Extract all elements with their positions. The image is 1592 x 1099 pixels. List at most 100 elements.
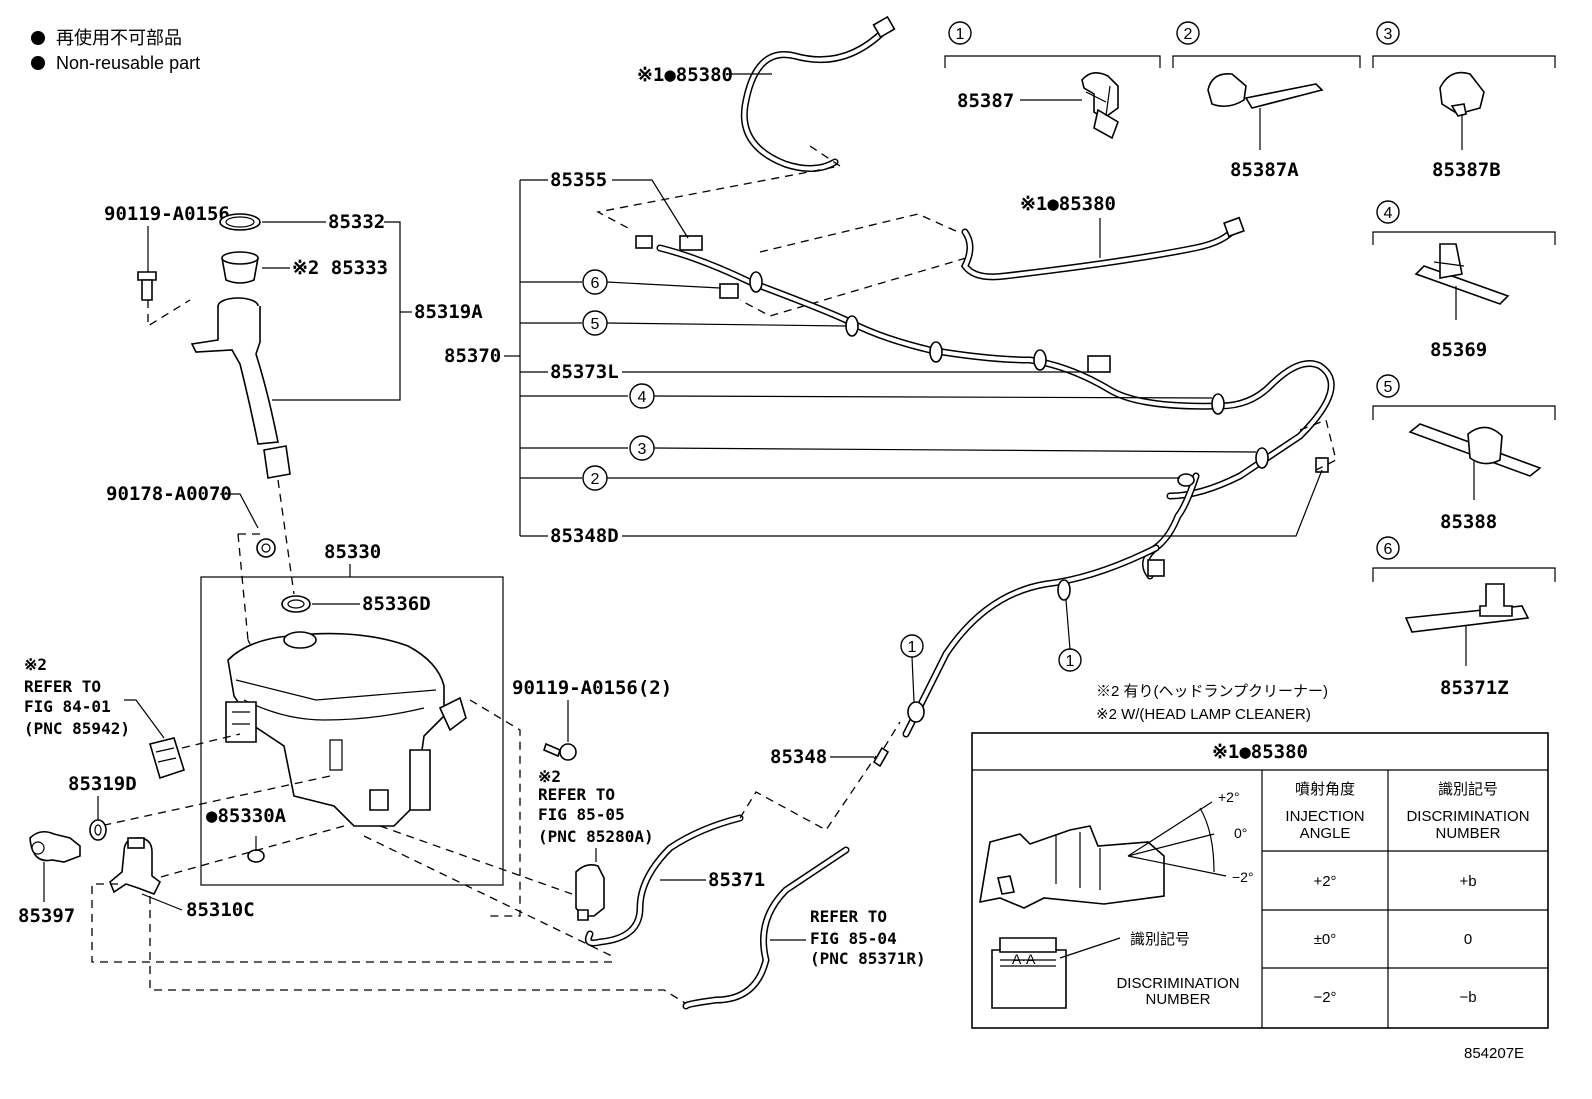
washer-tank-icon: [225, 631, 467, 827]
callout-1-a: 1: [908, 639, 917, 656]
ref-84-line3[interactable]: FIG 84-01: [24, 697, 111, 716]
callout-2: 2: [591, 471, 600, 488]
nozzle-hose-top: ※1●85380: [596, 15, 896, 229]
ref-85-04-line2[interactable]: FIG 85-04: [810, 929, 897, 948]
legend-jp: 再使用不可部品: [56, 28, 182, 48]
bracket-85370: 85355 85370 6 5 85373L 4 3 2 85348D: [444, 169, 1323, 547]
col-disc-en1: DISCRIMINATION: [1406, 808, 1529, 825]
callout-1-b: 1: [1066, 653, 1075, 670]
label-85330[interactable]: 85330: [324, 541, 381, 563]
discrimination-illustration: A·A 識別記号 DISCRIMINATION NUMBER: [991, 931, 1240, 1009]
label-85380-mid[interactable]: ※1●85380: [1020, 193, 1116, 215]
pump-85310C-icon: [109, 837, 162, 896]
note-en: ※2 W/(HEAD LAMP CLEANER): [1096, 706, 1311, 723]
motor-85397-icon: [29, 830, 81, 863]
legend-en: Non-reusable part: [56, 53, 200, 73]
label-85387[interactable]: 85387: [957, 90, 1014, 112]
label-85371Z[interactable]: 85371Z: [1440, 677, 1509, 699]
label-85369[interactable]: 85369: [1430, 339, 1487, 361]
disc-mark-label: A·A: [1012, 951, 1036, 967]
grommet-85319D-icon: [89, 819, 107, 841]
label-90178-A0070[interactable]: 90178-A0070: [106, 483, 232, 505]
pump-85280A-icon: [575, 864, 605, 921]
inset-5-number: 5: [1384, 379, 1393, 396]
illustration-number: 854207E: [1464, 1045, 1524, 1062]
angle-zero-label: 0°: [1234, 825, 1247, 841]
label-85319D[interactable]: 85319D: [68, 773, 137, 795]
reservoir-85330-box: 85330 85336D ●85330A: [99, 541, 617, 959]
label-85310C[interactable]: 85310C: [186, 899, 255, 921]
label-85332[interactable]: 85332: [328, 211, 385, 233]
ref-85-05-line2[interactable]: REFER TO: [538, 785, 615, 804]
ref-fig-85-04: REFER TO FIG 85-04 (PNC 85371R): [770, 907, 926, 968]
label-90119-A0156-2[interactable]: 90119-A0156(2): [512, 677, 672, 699]
label-85387B[interactable]: 85387B: [1432, 159, 1501, 181]
label-85333[interactable]: ※2 85333: [292, 257, 388, 279]
inset-2-number: 2: [1184, 26, 1193, 43]
label-85380-top[interactable]: ※1●85380: [637, 64, 733, 86]
inset-3-number: 3: [1384, 26, 1393, 43]
ref-84-line1: ※2: [24, 655, 47, 674]
inset-6-number: 6: [1384, 541, 1393, 558]
bolt-90119-2-icon: [543, 742, 577, 761]
filler-neck-assembly: 90119-A0156 85332 85319A ※2 85333 90178-…: [104, 203, 483, 641]
label-85355[interactable]: 85355: [550, 169, 607, 191]
ref-84-line2[interactable]: REFER TO: [24, 677, 101, 696]
clamp-85387B-icon: [1439, 71, 1485, 150]
label-85388[interactable]: 85388: [1440, 511, 1497, 533]
ref-85-05-line4[interactable]: (PNC 85280A): [538, 827, 654, 846]
legend: 再使用不可部品 Non-reusable part: [31, 28, 200, 73]
nozzle-angle-illustration: +2° 0° −2°: [979, 789, 1254, 909]
disc-label-en2: NUMBER: [1145, 991, 1210, 1008]
row1-angle: +2°: [1313, 873, 1336, 890]
notes: ※2 有り(ヘッドランプクリーナー) ※2 W/(HEAD LAMP CLEAN…: [1096, 683, 1328, 723]
col-injection-en1: INJECTION: [1285, 808, 1364, 825]
inset-4: 4 85369: [1372, 200, 1556, 361]
label-85373L[interactable]: 85373L: [550, 361, 619, 383]
nozzle-hose-mid: ※1●85380: [739, 193, 1245, 317]
filler-pipe-85319A-icon: [190, 297, 291, 479]
col-injection-en2: ANGLE: [1300, 825, 1351, 842]
joint-85348-icon: [872, 746, 890, 768]
clamp-85387-icon: [1081, 72, 1119, 140]
label-90119-A0156[interactable]: 90119-A0156: [104, 203, 230, 225]
ref-85-04-line1[interactable]: REFER TO: [810, 907, 887, 926]
inset-6: 6 85371Z: [1372, 536, 1556, 699]
clip-85369-icon: [1414, 243, 1510, 320]
row1-mark: +b: [1459, 873, 1476, 890]
label-85348[interactable]: 85348: [770, 746, 827, 768]
row2-mark: 0: [1464, 931, 1472, 948]
label-85387A[interactable]: 85387A: [1230, 159, 1299, 181]
main-hose-85370: [635, 235, 1335, 580]
level-sensor-icon: [148, 737, 185, 780]
inset-5: 5 85388: [1372, 374, 1556, 533]
plug-85330A-icon: [247, 849, 265, 863]
callout-4: 4: [638, 389, 647, 406]
clip-85388-icon: [1408, 423, 1542, 500]
inset-2: 2 85387A: [1172, 21, 1361, 181]
col-disc-jp: 識別記号: [1438, 781, 1498, 798]
label-85336D[interactable]: 85336D: [362, 593, 431, 615]
inset-3: 3 85387B: [1372, 21, 1556, 181]
clip-85371Z-icon: [1404, 583, 1530, 666]
ref-fig-84-01: ※2 REFER TO FIG 84-01 (PNC 85942): [24, 655, 241, 780]
label-85397[interactable]: 85397: [18, 905, 75, 927]
callout-5: 5: [591, 316, 600, 333]
callout-3: 3: [638, 441, 647, 458]
label-85371[interactable]: 85371: [708, 869, 765, 891]
inset-1-number: 1: [956, 26, 965, 43]
hose-clips: [749, 271, 1269, 487]
label-85330A[interactable]: ●85330A: [206, 805, 287, 827]
ref-85-05-line3[interactable]: FIG 85-05: [538, 805, 625, 824]
ref-84-line4[interactable]: (PNC 85942): [24, 719, 130, 738]
grommet-85336D-icon: [281, 595, 311, 613]
ref-fig-85-05: ※2 REFER TO FIG 85-05 (PNC 85280A): [538, 767, 654, 921]
label-85370[interactable]: 85370: [444, 345, 501, 367]
inset-4-number: 4: [1384, 205, 1393, 222]
label-85319A[interactable]: 85319A: [414, 301, 483, 323]
connector-85355-icon: [679, 235, 703, 251]
ref-85-04-line3[interactable]: (PNC 85371R): [810, 949, 926, 968]
callout-6: 6: [591, 275, 600, 292]
label-85348D[interactable]: 85348D: [550, 525, 619, 547]
